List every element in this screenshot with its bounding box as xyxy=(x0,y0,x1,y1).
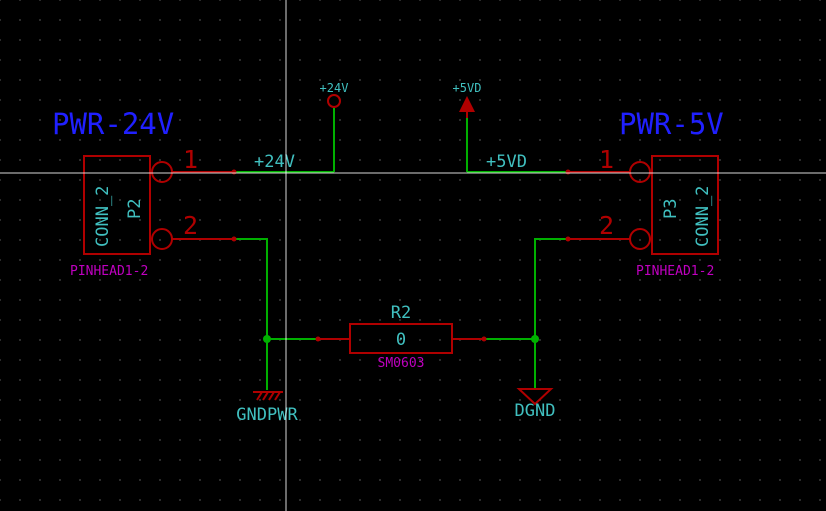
power-dgnd-label: DGND xyxy=(515,401,556,421)
arrow-power-icon xyxy=(459,96,475,118)
net-label-24v[interactable]: +24V xyxy=(254,152,295,172)
resistor-r2-footprint: SM0603 xyxy=(378,356,425,371)
connector-p3-body xyxy=(651,155,719,255)
connector-p3[interactable]: PWR-5V 1 2 P3 CONN_2 PINHEAD1-2 xyxy=(565,107,724,279)
power-gndpwr[interactable]: GNDPWR xyxy=(236,391,298,425)
connector-p3-ref: P3 xyxy=(661,199,681,219)
connector-p2[interactable]: PWR-24V 1 2 CONN_2 P2 PINHEAD1-2 xyxy=(52,107,237,279)
power-dgnd[interactable]: DGND xyxy=(515,388,556,421)
net-label-5vd[interactable]: +5VD xyxy=(486,152,527,172)
connector-p2-body xyxy=(83,155,151,255)
connector-p2-title: PWR-24V xyxy=(52,107,174,141)
resistor-r2-ref: R2 xyxy=(391,303,411,323)
connector-p3-value: CONN_2 xyxy=(693,186,713,247)
junction-dot-left xyxy=(263,335,271,343)
connector-p2-pin2-number: 2 xyxy=(183,211,198,240)
connector-p3-pin1-number: 1 xyxy=(599,145,614,174)
circle-power-icon xyxy=(327,94,341,108)
connector-p3-footprint: PINHEAD1-2 xyxy=(636,264,714,279)
resistor-r2-end-right xyxy=(481,336,487,342)
power-24v[interactable]: +24V xyxy=(320,81,349,108)
power-gndpwr-label: GNDPWR xyxy=(236,405,298,425)
junction-dot-right xyxy=(531,335,539,343)
resistor-r2-end-left xyxy=(315,336,321,342)
connector-p2-ref: P2 xyxy=(125,199,145,219)
power-5vd[interactable]: +5VD xyxy=(453,81,482,118)
resistor-r2-body xyxy=(349,323,453,354)
connector-p3-title: PWR-5V xyxy=(619,107,724,141)
wires xyxy=(234,108,568,390)
triangle-ground-icon xyxy=(516,388,554,406)
connector-p2-pin1-end xyxy=(231,169,237,175)
power-5vd-label: +5VD xyxy=(453,81,482,95)
connector-p2-pin1-number: 1 xyxy=(183,145,198,174)
connector-p3-pin2-end xyxy=(565,236,571,242)
connector-p2-footprint: PINHEAD1-2 xyxy=(70,264,148,279)
connector-p3-pin2-number: 2 xyxy=(599,211,614,240)
resistor-r2-value: 0 xyxy=(396,330,406,350)
connector-p2-pin2-end xyxy=(231,236,237,242)
connector-p3-pin1-end xyxy=(565,169,571,175)
power-24v-label: +24V xyxy=(320,81,349,95)
chassis-ground-icon xyxy=(253,391,283,401)
connector-p2-value: CONN_2 xyxy=(93,186,113,247)
resistor-r2[interactable]: R2 0 SM0603 xyxy=(315,303,487,371)
